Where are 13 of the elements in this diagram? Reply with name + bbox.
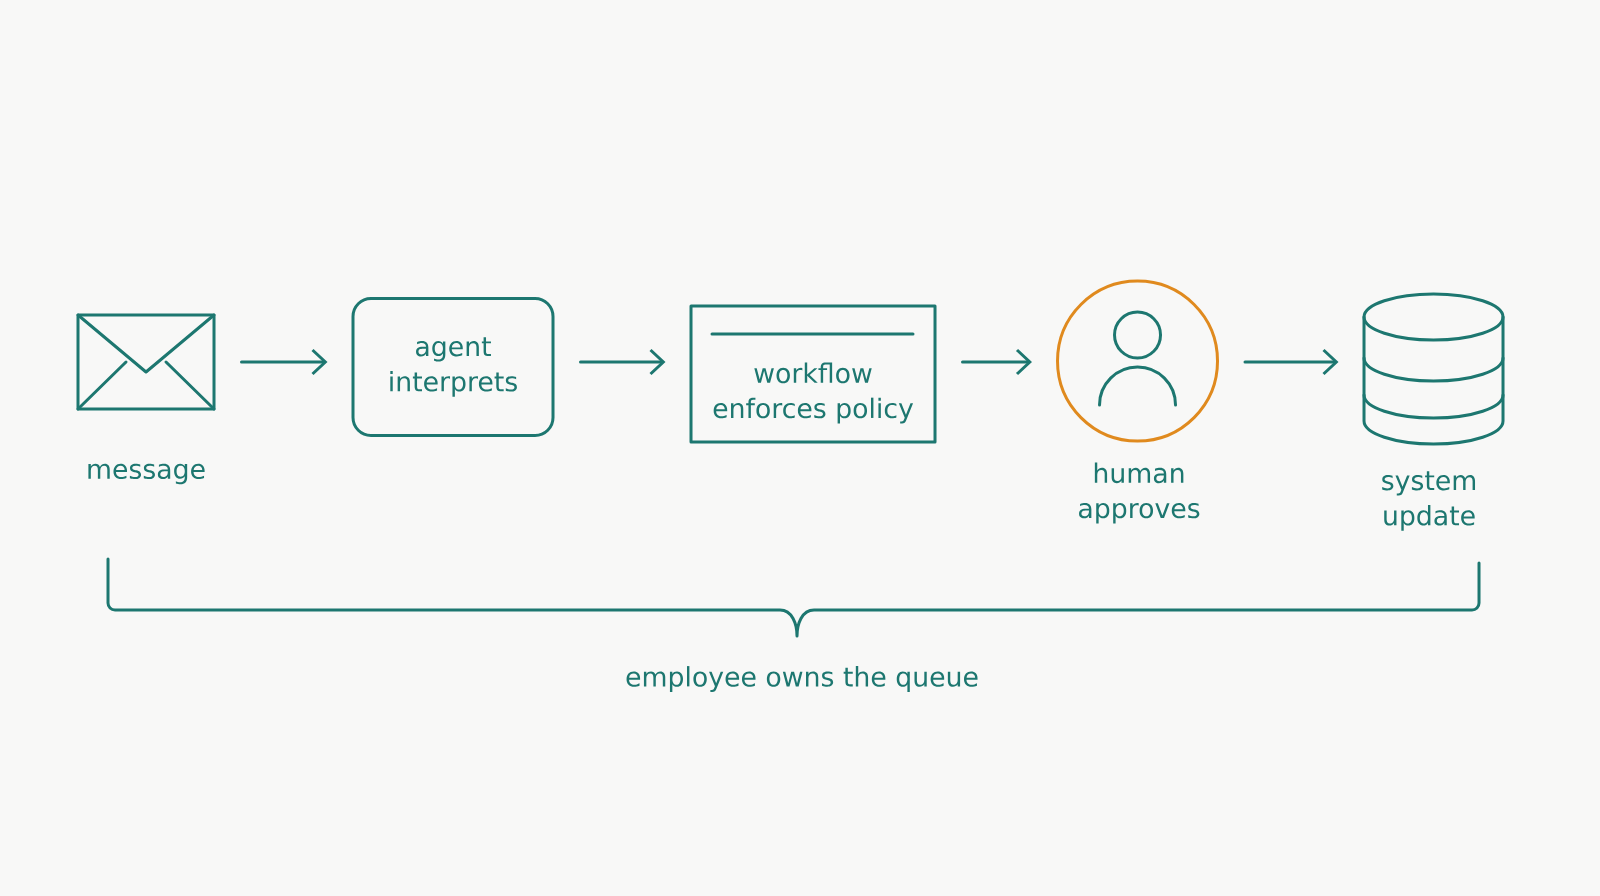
ruled-box: workflow enforces policy [689, 304, 937, 444]
bracket-label: employee owns the queue [626, 666, 978, 692]
arrow [1243, 348, 1339, 376]
envelope-icon [76, 313, 216, 411]
circle [1056, 279, 1219, 443]
node-label: system update [1382, 471, 1475, 531]
arrow [961, 348, 1032, 376]
node-label: human approves [1079, 462, 1200, 524]
database-cylinder [1362, 292, 1505, 446]
rounded-box: agent interprets [351, 297, 555, 437]
node-label: message [88, 463, 205, 485]
arrow [579, 348, 666, 376]
arrow [240, 348, 328, 376]
